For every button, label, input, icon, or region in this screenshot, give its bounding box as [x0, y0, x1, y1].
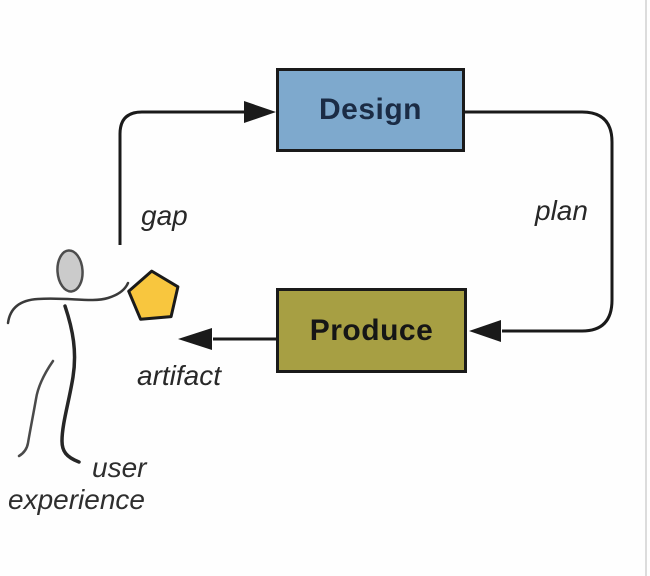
gap-arrow — [118, 101, 276, 245]
pentagon-icon — [127, 269, 180, 321]
produce-node-label: Produce — [309, 313, 434, 347]
user-experience-label-line1: user — [92, 452, 147, 483]
right-edge-divider — [645, 0, 647, 576]
plan-arrowhead-icon — [469, 320, 501, 342]
artifact-arrowhead-icon — [178, 328, 212, 350]
produce-node: Produce — [276, 288, 467, 373]
artifact-edge-label: artifact — [137, 360, 222, 391]
person-arm — [6, 281, 130, 325]
design-node-label: Design — [318, 93, 423, 126]
design-node: Design — [276, 68, 465, 152]
artifact-arrow — [178, 328, 276, 350]
person-head — [56, 249, 84, 293]
gap-edge-label: gap — [141, 200, 188, 231]
plan-edge-label: plan — [535, 195, 588, 226]
gap-arrowhead-icon — [244, 101, 276, 123]
person-left-leg — [17, 359, 55, 458]
stick-figure-person-icon — [6, 249, 130, 464]
plan-arrow — [465, 110, 614, 342]
person-body-leg — [60, 304, 81, 464]
user-experience-label-line2: experience — [8, 484, 145, 515]
